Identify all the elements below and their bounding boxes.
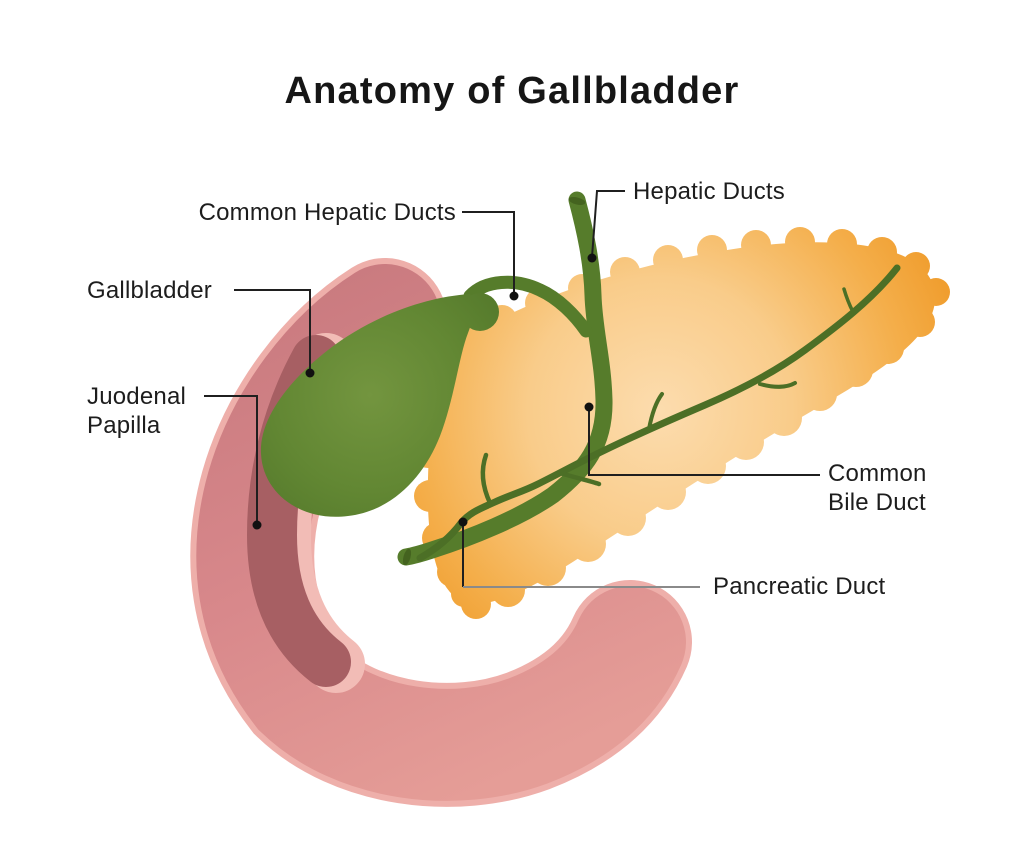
label-pancreatic-duct: Pancreatic Duct — [713, 573, 886, 600]
page-title: Anatomy of Gallbladder — [284, 70, 740, 112]
dot-gallbladder — [305, 368, 315, 378]
leader-dots — [252, 253, 597, 530]
leader-gallbladder — [234, 289, 311, 372]
pancreas-body — [427, 242, 936, 604]
hepatic-duct-cut-end — [568, 197, 586, 205]
pancreatic-duct-branch — [758, 381, 797, 389]
gallbladder-shape — [260, 293, 499, 517]
gallbladder-neck-bulb — [461, 293, 499, 331]
pancreatic-duct-path — [416, 264, 901, 562]
pancreatic-duct-branch — [557, 470, 602, 487]
dot-juodenal-papilla — [252, 520, 262, 530]
pancreatic-duct-branch — [480, 452, 493, 506]
cystic-duct-path — [463, 275, 593, 338]
leader-juodenal-papilla — [204, 395, 258, 524]
bile-duct-cut-end — [402, 548, 412, 566]
pancreatic-duct-branch — [647, 392, 664, 431]
label-common-hepatic-ducts: Common Hepatic Ducts — [198, 199, 456, 226]
dot-pancreatic-duct — [458, 517, 468, 527]
dot-hepatic-ducts — [587, 253, 597, 263]
label-common-bile-duct: Common Bile Duct — [828, 460, 927, 516]
dot-common-bile-duct — [584, 402, 594, 412]
dot-common-hepatic-ducts — [509, 291, 519, 301]
gallbladder-body — [260, 294, 475, 517]
leader-hepatic-ducts — [591, 190, 625, 258]
leader-common-hepatic-ducts — [462, 211, 515, 296]
label-gallbladder: Gallbladder — [87, 277, 212, 304]
label-hepatic-ducts: Hepatic Ducts — [633, 178, 785, 205]
leader-lines — [204, 190, 820, 588]
pancreatic-duct-system — [416, 264, 901, 562]
pancreatic-duct-branch — [842, 287, 855, 314]
leader-common-bile-duct — [588, 408, 820, 476]
label-juodenal-papilla: Juodenal Papilla — [87, 383, 187, 439]
